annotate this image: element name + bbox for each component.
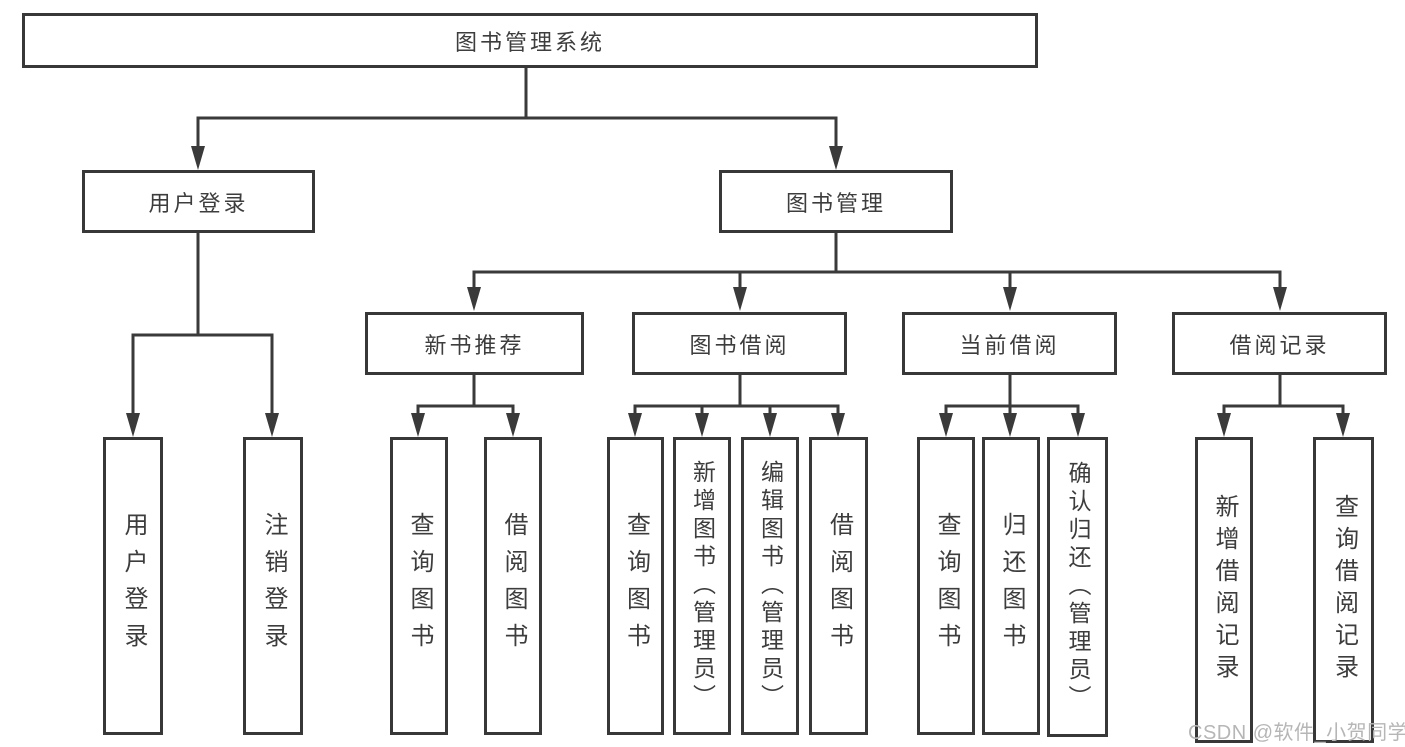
- node-root-system: 图书管理系统: [22, 13, 1038, 68]
- stem-lines: [196, 68, 1282, 406]
- node-label: 查询借阅记录: [1330, 494, 1358, 686]
- node-label: 用户登录: [148, 190, 249, 216]
- node-label: 确认归还（管理员）: [1065, 461, 1091, 713]
- rail-new-book: [416, 404, 515, 421]
- node-label: 新增借阅记录: [1211, 494, 1238, 686]
- node-label: 借阅记录: [1229, 332, 1330, 358]
- node-edit-books-admin: 编辑图书（管理员）: [741, 437, 799, 735]
- arrowhead-triangles: [126, 146, 1350, 437]
- node-label: 注销登录: [260, 512, 287, 660]
- node-borrowing-records: 借阅记录: [1172, 312, 1387, 375]
- node-label: 编辑图书（管理员）: [757, 460, 784, 712]
- rail-level1: [196, 116, 838, 153]
- node-return-books: 归还图书: [982, 437, 1040, 735]
- node-label: 借阅图书: [500, 512, 527, 660]
- node-add-borrow-record: 新增借阅记录: [1195, 437, 1253, 743]
- node-label: 图书管理: [785, 190, 886, 216]
- node-label: 归还图书: [998, 512, 1025, 660]
- node-user-login-leaf: 用户登录: [103, 437, 163, 735]
- node-add-books-admin: 新增图书（管理员）: [673, 437, 731, 735]
- node-label: 借阅图书: [825, 512, 853, 660]
- node-label: 当前借阅: [959, 332, 1060, 358]
- node-borrow-books-1: 借阅图书: [484, 437, 542, 735]
- watermark: CSDN @软件_小贺同学: [1188, 722, 1405, 744]
- node-root-label: 图书管理系统: [454, 29, 605, 55]
- node-confirm-return-admin: 确认归还（管理员）: [1047, 437, 1108, 737]
- node-new-book-recommend: 新书推荐: [365, 312, 584, 375]
- node-book-management: 图书管理: [719, 170, 953, 233]
- node-query-books-3: 查询图书: [917, 437, 975, 735]
- node-label: 查询图书: [406, 512, 433, 660]
- node-current-borrowing: 当前借阅: [902, 312, 1117, 375]
- node-logout-leaf: 注销登录: [243, 437, 303, 735]
- node-label: 用户登录: [120, 512, 147, 660]
- node-query-borrow-record: 查询借阅记录: [1313, 437, 1374, 743]
- node-label: 新书推荐: [424, 332, 525, 358]
- node-label: 查询图书: [622, 512, 650, 660]
- rail-borrow-records: [1222, 404, 1345, 421]
- node-query-books-1: 查询图书: [390, 437, 448, 735]
- node-user-login-group: 用户登录: [82, 170, 315, 233]
- rail-book-borrow: [633, 404, 840, 421]
- node-query-books-2: 查询图书: [607, 437, 664, 735]
- node-label: 查询图书: [933, 512, 960, 660]
- rail-user-login: [131, 333, 274, 421]
- node-label: 新增图书（管理员）: [689, 460, 716, 712]
- rail-level2: [472, 270, 1282, 295]
- node-label: 图书借阅: [689, 332, 790, 358]
- node-book-borrowing: 图书借阅: [632, 312, 847, 375]
- node-borrow-books-2: 借阅图书: [809, 437, 868, 735]
